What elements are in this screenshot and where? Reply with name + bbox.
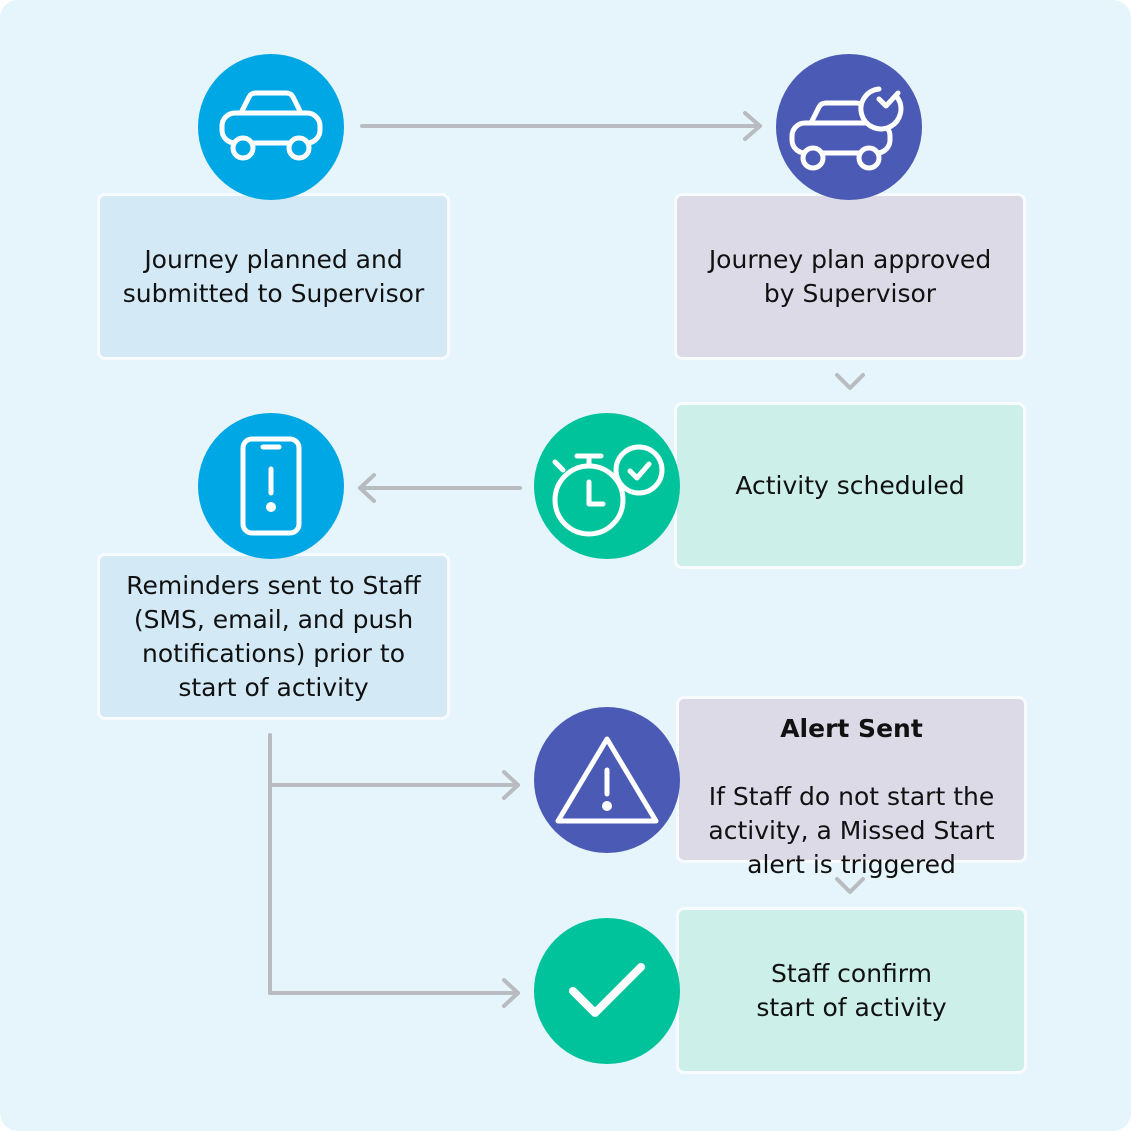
step-title-alert-sent: Alert Sent bbox=[780, 713, 923, 743]
arrow-scheduled-to-reminders bbox=[358, 473, 522, 503]
step-text-reminders: Reminders sent to Staff (SMS, email, and… bbox=[126, 570, 421, 702]
arrow-alert-to-confirm bbox=[835, 877, 865, 894]
step-box-alert-sent: Alert Sent If Staff do not start the act… bbox=[676, 696, 1027, 879]
step-box-reminders: Reminders sent to Staff (SMS, email, and… bbox=[97, 553, 450, 720]
step-box-journey-planned: Journey planned and submitted to Supervi… bbox=[97, 193, 450, 360]
car-check-icon bbox=[776, 54, 922, 200]
step-box-journey-approved: Journey plan approved by Supervisor bbox=[674, 193, 1026, 360]
step-box-staff-confirm: Staff confirm start of activity bbox=[676, 907, 1027, 1074]
step-box-activity-scheduled: Activity scheduled bbox=[674, 402, 1026, 569]
step-text-activity-scheduled: Activity scheduled bbox=[735, 470, 965, 500]
phone-alert-icon bbox=[198, 413, 344, 559]
warning-triangle-icon bbox=[534, 707, 680, 853]
arrow-planned-to-approved bbox=[360, 111, 762, 141]
step-text-staff-confirm: Staff confirm start of activity bbox=[756, 958, 947, 1022]
arrow-approved-to-scheduled bbox=[835, 373, 865, 390]
stopwatch-check-icon bbox=[534, 413, 680, 559]
arrow-reminders-to-branches bbox=[268, 733, 520, 1008]
step-text-journey-approved: Journey plan approved by Supervisor bbox=[708, 244, 992, 308]
car-icon bbox=[198, 54, 344, 200]
step-text-journey-planned: Journey planned and submitted to Supervi… bbox=[122, 244, 425, 308]
step-text-alert-sent: If Staff do not start the activity, a Mi… bbox=[708, 781, 995, 879]
checkmark-icon bbox=[534, 918, 680, 1064]
